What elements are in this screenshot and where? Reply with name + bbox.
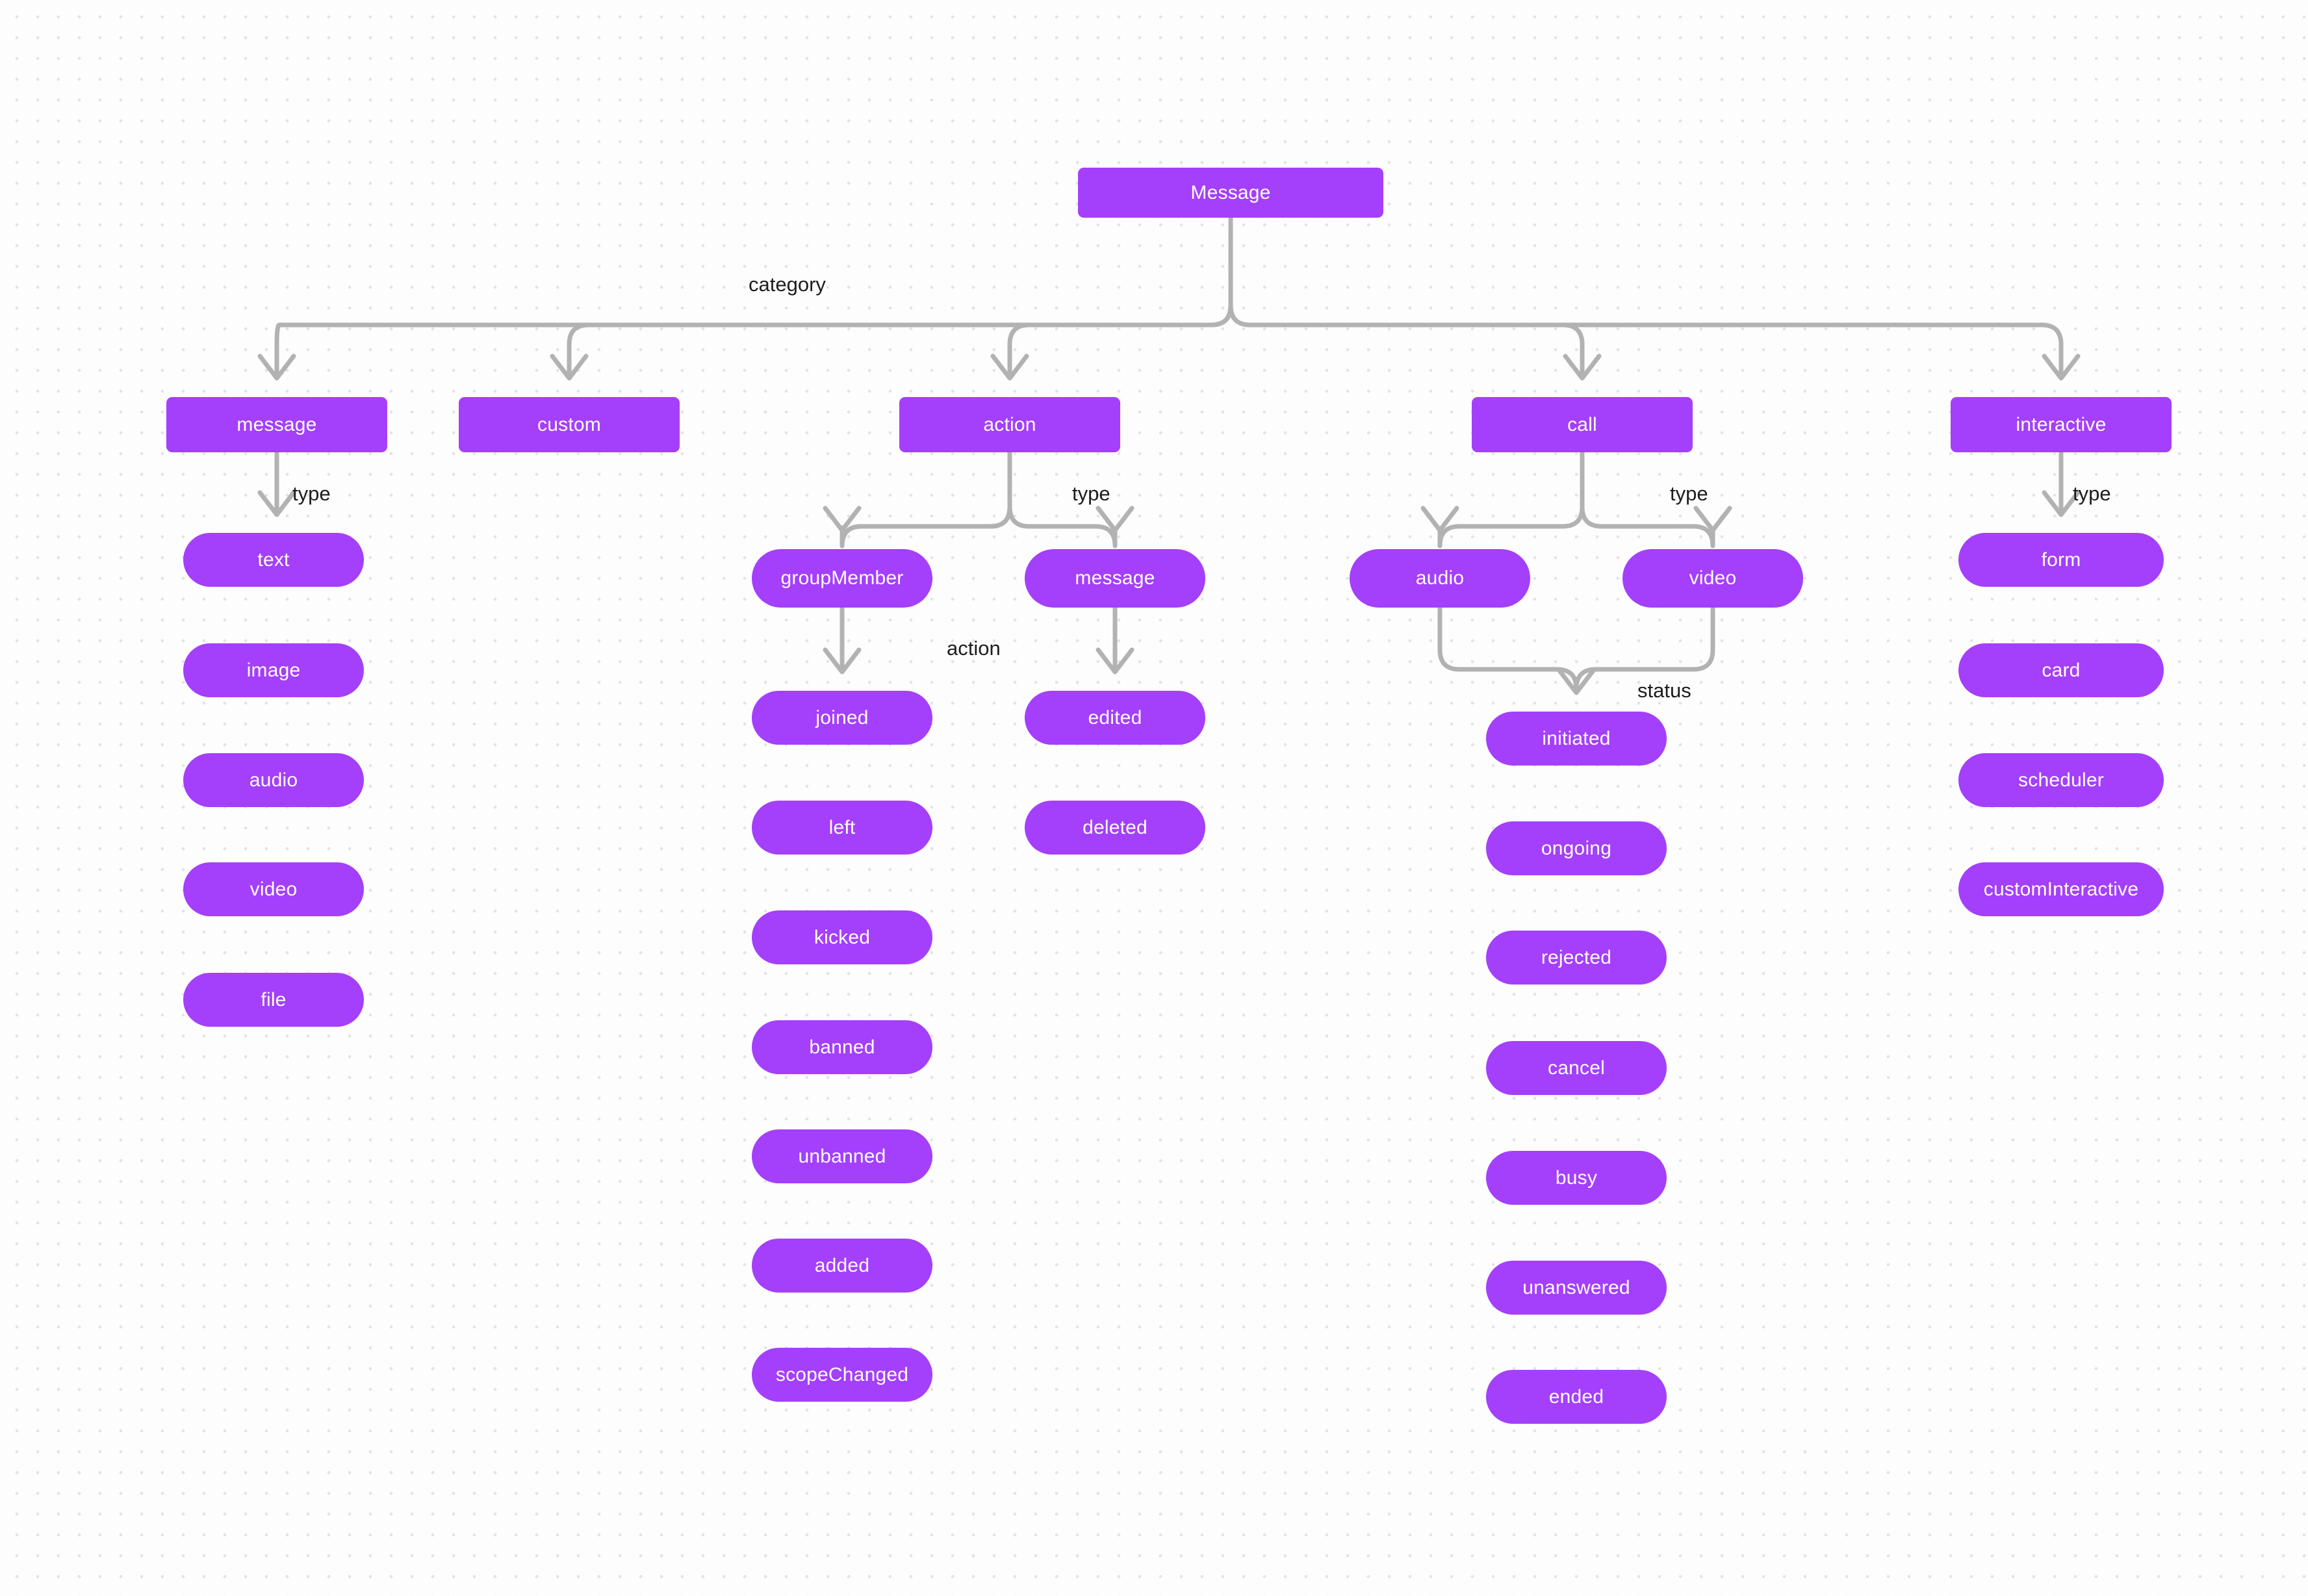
node-label: audio: [249, 769, 298, 791]
node-label: edited: [1088, 706, 1142, 728]
node-label: ended: [1548, 1385, 1604, 1408]
node-label: video: [1689, 567, 1737, 589]
node-message-type-text[interactable]: text: [183, 533, 364, 587]
node-category-action[interactable]: action: [899, 397, 1120, 452]
node-call-status-initiated[interactable]: initiated: [1486, 712, 1667, 766]
node-root-message[interactable]: Message: [1078, 168, 1383, 218]
node-groupmember-action-banned[interactable]: banned: [752, 1020, 932, 1074]
edge-label-type-action: type: [1072, 482, 1110, 505]
node-message-type-image[interactable]: image: [183, 643, 364, 697]
node-interactive-type-form[interactable]: form: [1958, 533, 2164, 587]
edge-label-type-interactive: type: [2073, 482, 2111, 505]
node-category-call[interactable]: call: [1472, 397, 1693, 452]
node-call-type-video[interactable]: video: [1622, 549, 1803, 608]
node-call-status-ended[interactable]: ended: [1486, 1370, 1667, 1424]
node-label: initiated: [1542, 727, 1611, 749]
edge-label-type-call: type: [1670, 482, 1708, 505]
node-label: message: [237, 413, 317, 435]
node-label: busy: [1555, 1166, 1598, 1189]
edge-label-action-groupmember: action: [947, 637, 1001, 660]
node-label: interactive: [2016, 413, 2107, 435]
node-action-type-groupmember[interactable]: groupMember: [752, 549, 932, 608]
node-groupmember-action-left[interactable]: left: [752, 801, 932, 855]
node-call-status-rejected[interactable]: rejected: [1486, 931, 1667, 985]
node-category-message[interactable]: message: [166, 397, 387, 452]
node-call-type-audio[interactable]: audio: [1350, 549, 1530, 608]
node-call-status-busy[interactable]: busy: [1486, 1151, 1667, 1205]
node-message-action-deleted[interactable]: deleted: [1025, 801, 1205, 855]
node-interactive-type-custominteractive[interactable]: customInteractive: [1958, 862, 2164, 916]
node-label: scopeChanged: [775, 1363, 909, 1385]
node-category-interactive[interactable]: interactive: [1951, 397, 2172, 452]
node-category-custom[interactable]: custom: [459, 397, 680, 452]
node-interactive-type-scheduler[interactable]: scheduler: [1958, 753, 2164, 807]
node-label: image: [246, 659, 301, 681]
node-action-type-message[interactable]: message: [1025, 549, 1205, 608]
node-label: custom: [537, 413, 601, 435]
node-label: unanswered: [1522, 1276, 1630, 1298]
node-label: unbanned: [798, 1145, 886, 1167]
node-label: message: [1075, 567, 1155, 589]
node-label: rejected: [1541, 946, 1612, 968]
node-label: action: [983, 413, 1036, 435]
node-label: cancel: [1548, 1057, 1605, 1079]
edge-label-category: category: [749, 273, 826, 296]
node-label: left: [828, 816, 856, 838]
node-label: scheduler: [2018, 769, 2104, 791]
node-groupmember-action-scopechanged[interactable]: scopeChanged: [752, 1348, 932, 1402]
node-call-status-cancel[interactable]: cancel: [1486, 1041, 1667, 1095]
node-message-type-video[interactable]: video: [183, 862, 364, 916]
node-groupmember-action-joined[interactable]: joined: [752, 691, 932, 745]
edge-label-status-call: status: [1637, 679, 1691, 702]
node-label: call: [1567, 413, 1597, 435]
node-label: ongoing: [1541, 837, 1612, 859]
node-label: added: [814, 1254, 870, 1276]
node-message-type-file[interactable]: file: [183, 973, 364, 1027]
node-message-action-edited[interactable]: edited: [1025, 691, 1205, 745]
node-call-status-unanswered[interactable]: unanswered: [1486, 1261, 1667, 1315]
node-label: kicked: [814, 926, 871, 948]
node-label: banned: [809, 1036, 875, 1058]
edge-label-type-message: type: [292, 482, 331, 505]
node-label: Message: [1190, 181, 1271, 203]
node-groupmember-action-unbanned[interactable]: unbanned: [752, 1129, 932, 1183]
node-call-status-ongoing[interactable]: ongoing: [1486, 821, 1667, 875]
node-groupmember-action-added[interactable]: added: [752, 1239, 932, 1293]
node-message-type-audio[interactable]: audio: [183, 753, 364, 807]
node-label: customInteractive: [1983, 878, 2139, 900]
node-label: file: [261, 988, 287, 1010]
node-label: card: [2042, 659, 2081, 681]
node-label: groupMember: [780, 567, 904, 589]
node-interactive-type-card[interactable]: card: [1958, 643, 2164, 697]
node-label: form: [2041, 548, 2081, 571]
node-label: video: [250, 878, 298, 900]
node-label: joined: [815, 706, 869, 728]
node-label: deleted: [1083, 816, 1148, 838]
node-label: text: [257, 548, 290, 571]
node-label: audio: [1415, 567, 1465, 589]
node-groupmember-action-kicked[interactable]: kicked: [752, 910, 932, 964]
